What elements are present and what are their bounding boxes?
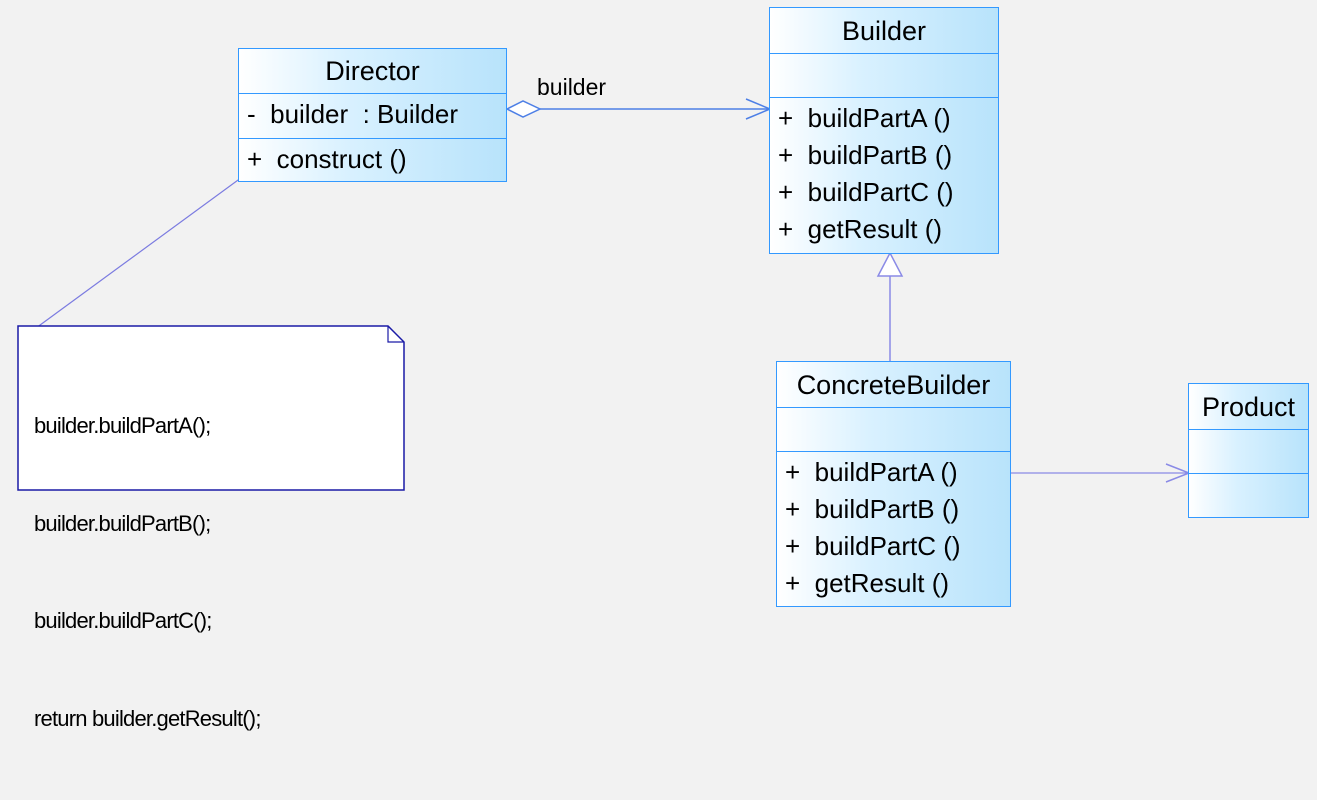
operation: + buildPartB () xyxy=(778,140,953,170)
attributes-section: - builder : Builder xyxy=(239,94,506,139)
operations-section: + buildPartA () + buildPartB () + buildP… xyxy=(770,98,998,248)
note-line: return builder.getResult(); xyxy=(34,705,261,731)
connectors xyxy=(17,98,1192,491)
attributes-section xyxy=(1189,430,1308,474)
attributes-section xyxy=(777,408,1010,452)
operation: + getResult () xyxy=(785,568,950,598)
attributes-section xyxy=(770,54,998,98)
class-concrete-builder[interactable]: ConcreteBuilder + buildPartA () + buildP… xyxy=(776,361,1011,607)
generalization-arrow xyxy=(876,251,904,362)
dependency-arrow xyxy=(1011,463,1192,483)
aggregation-association xyxy=(505,98,772,120)
aggregation-diamond xyxy=(505,100,542,118)
operation: + buildPartB () xyxy=(785,494,960,524)
note-anchor-line xyxy=(35,163,261,329)
attribute: - builder : Builder xyxy=(247,99,458,129)
class-product[interactable]: Product xyxy=(1188,383,1309,518)
note-shape xyxy=(17,325,405,491)
class-name: Builder xyxy=(770,8,998,54)
operations-section: + buildPartA () + buildPartB () + buildP… xyxy=(777,452,1010,602)
operation: + construct () xyxy=(247,144,407,174)
class-name: Product xyxy=(1189,384,1308,430)
note-line: builder.buildPartC(); xyxy=(34,608,212,633)
operation: + getResult () xyxy=(778,214,943,244)
note-line: builder.buildPartB(); xyxy=(34,510,211,536)
operation: + buildPartA () xyxy=(785,457,958,487)
class-name: ConcreteBuilder xyxy=(777,362,1010,408)
operation: + buildPartC () xyxy=(778,177,954,207)
class-builder[interactable]: Builder + buildPartA () + buildPartB () … xyxy=(769,7,999,254)
operation: + buildPartA () xyxy=(778,103,951,133)
operation: + buildPartC () xyxy=(785,531,961,561)
association-label: builder xyxy=(537,74,607,100)
class-name: Director xyxy=(239,49,506,94)
operations-section: + construct () xyxy=(239,139,506,178)
note-line: builder.buildPartA(); xyxy=(34,413,211,438)
class-director[interactable]: Director - builder : Builder + construct… xyxy=(238,48,507,182)
note[interactable]: builder.buildPartA(); builder.buildPartB… xyxy=(18,326,404,731)
note-text: builder.buildPartA(); builder.buildPartB… xyxy=(34,345,261,800)
